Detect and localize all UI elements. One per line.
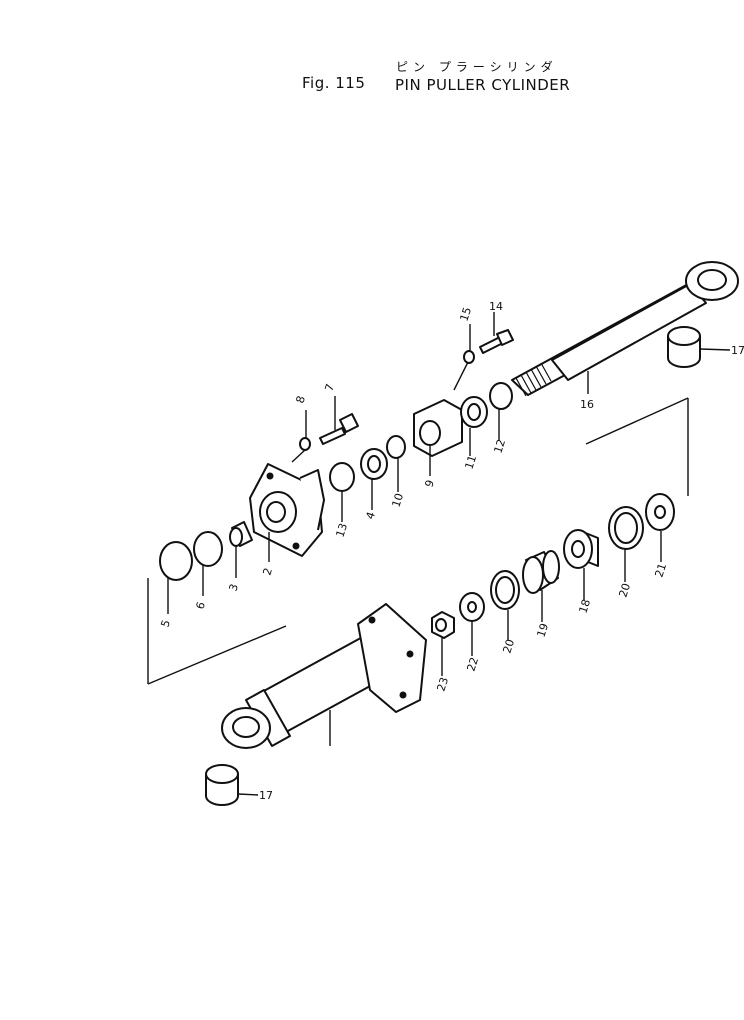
callout-5: 5 xyxy=(158,618,173,629)
figure-number: Fig. 115 xyxy=(302,74,366,92)
page-title: PIN PULLER CYLINDER xyxy=(395,76,571,94)
rod-head-part-9 xyxy=(413,399,463,457)
bushing-part-17-lower xyxy=(205,764,259,806)
callout-14: 14 xyxy=(489,300,503,313)
o-ring-part-12 xyxy=(489,382,513,410)
callout-23: 23 xyxy=(434,676,451,693)
seal-part-11 xyxy=(460,396,488,428)
seal-part-4 xyxy=(360,448,388,480)
bolt-part-7 xyxy=(319,413,359,445)
callout-6: 6 xyxy=(193,600,208,611)
leader-lines xyxy=(147,312,689,746)
washer-part-8 xyxy=(299,437,311,451)
callout-17-lower: 17 xyxy=(259,789,273,802)
callout-16: 16 xyxy=(580,398,594,411)
callout-9: 9 xyxy=(422,478,437,489)
washer-part-21 xyxy=(645,493,675,531)
piston-part-18 xyxy=(563,529,599,569)
callout-3: 3 xyxy=(226,582,241,593)
callout-17-upper: 17 xyxy=(731,344,744,357)
callout-19: 19 xyxy=(534,622,551,639)
callout-22: 22 xyxy=(464,656,481,673)
callout-12: 12 xyxy=(491,438,508,455)
callout-10: 10 xyxy=(389,492,406,509)
o-ring-part-6 xyxy=(193,531,223,567)
cylinder-tube xyxy=(221,603,427,749)
ring-part-20-lower xyxy=(490,570,520,610)
bolt-part-14 xyxy=(479,329,514,354)
head-flange-part-2 xyxy=(249,463,325,557)
callout-7: 7 xyxy=(322,382,337,393)
callout-4: 4 xyxy=(363,510,378,521)
callout-15: 15 xyxy=(457,306,474,323)
callout-labels: 5 6 3 2 13 4 10 8 7 9 11 12 15 14 16 17 … xyxy=(158,300,744,802)
piston-rod-part-16 xyxy=(511,261,739,397)
japanese-title: ピン プラーシリンダ xyxy=(396,60,558,74)
callout-8: 8 xyxy=(293,394,308,405)
callout-13: 13 xyxy=(333,522,350,539)
callout-20-upper: 20 xyxy=(616,582,633,599)
washer-part-15 xyxy=(463,350,475,364)
nut-part-23 xyxy=(431,611,455,639)
washer-part-22 xyxy=(459,592,485,622)
callout-2: 2 xyxy=(260,566,275,577)
bushing-part-17-upper xyxy=(667,326,731,368)
callout-21: 21 xyxy=(652,562,669,579)
o-ring-part-13 xyxy=(329,462,355,492)
callout-11: 11 xyxy=(462,454,479,471)
bushing-part-10 xyxy=(386,435,406,459)
o-ring-part-5 xyxy=(159,541,193,581)
bushing-part-3 xyxy=(229,521,253,547)
callout-20-lower: 20 xyxy=(500,638,517,655)
callout-18: 18 xyxy=(576,598,593,615)
ring-part-20-upper xyxy=(608,506,644,550)
piston-ring-part-19 xyxy=(522,550,560,594)
